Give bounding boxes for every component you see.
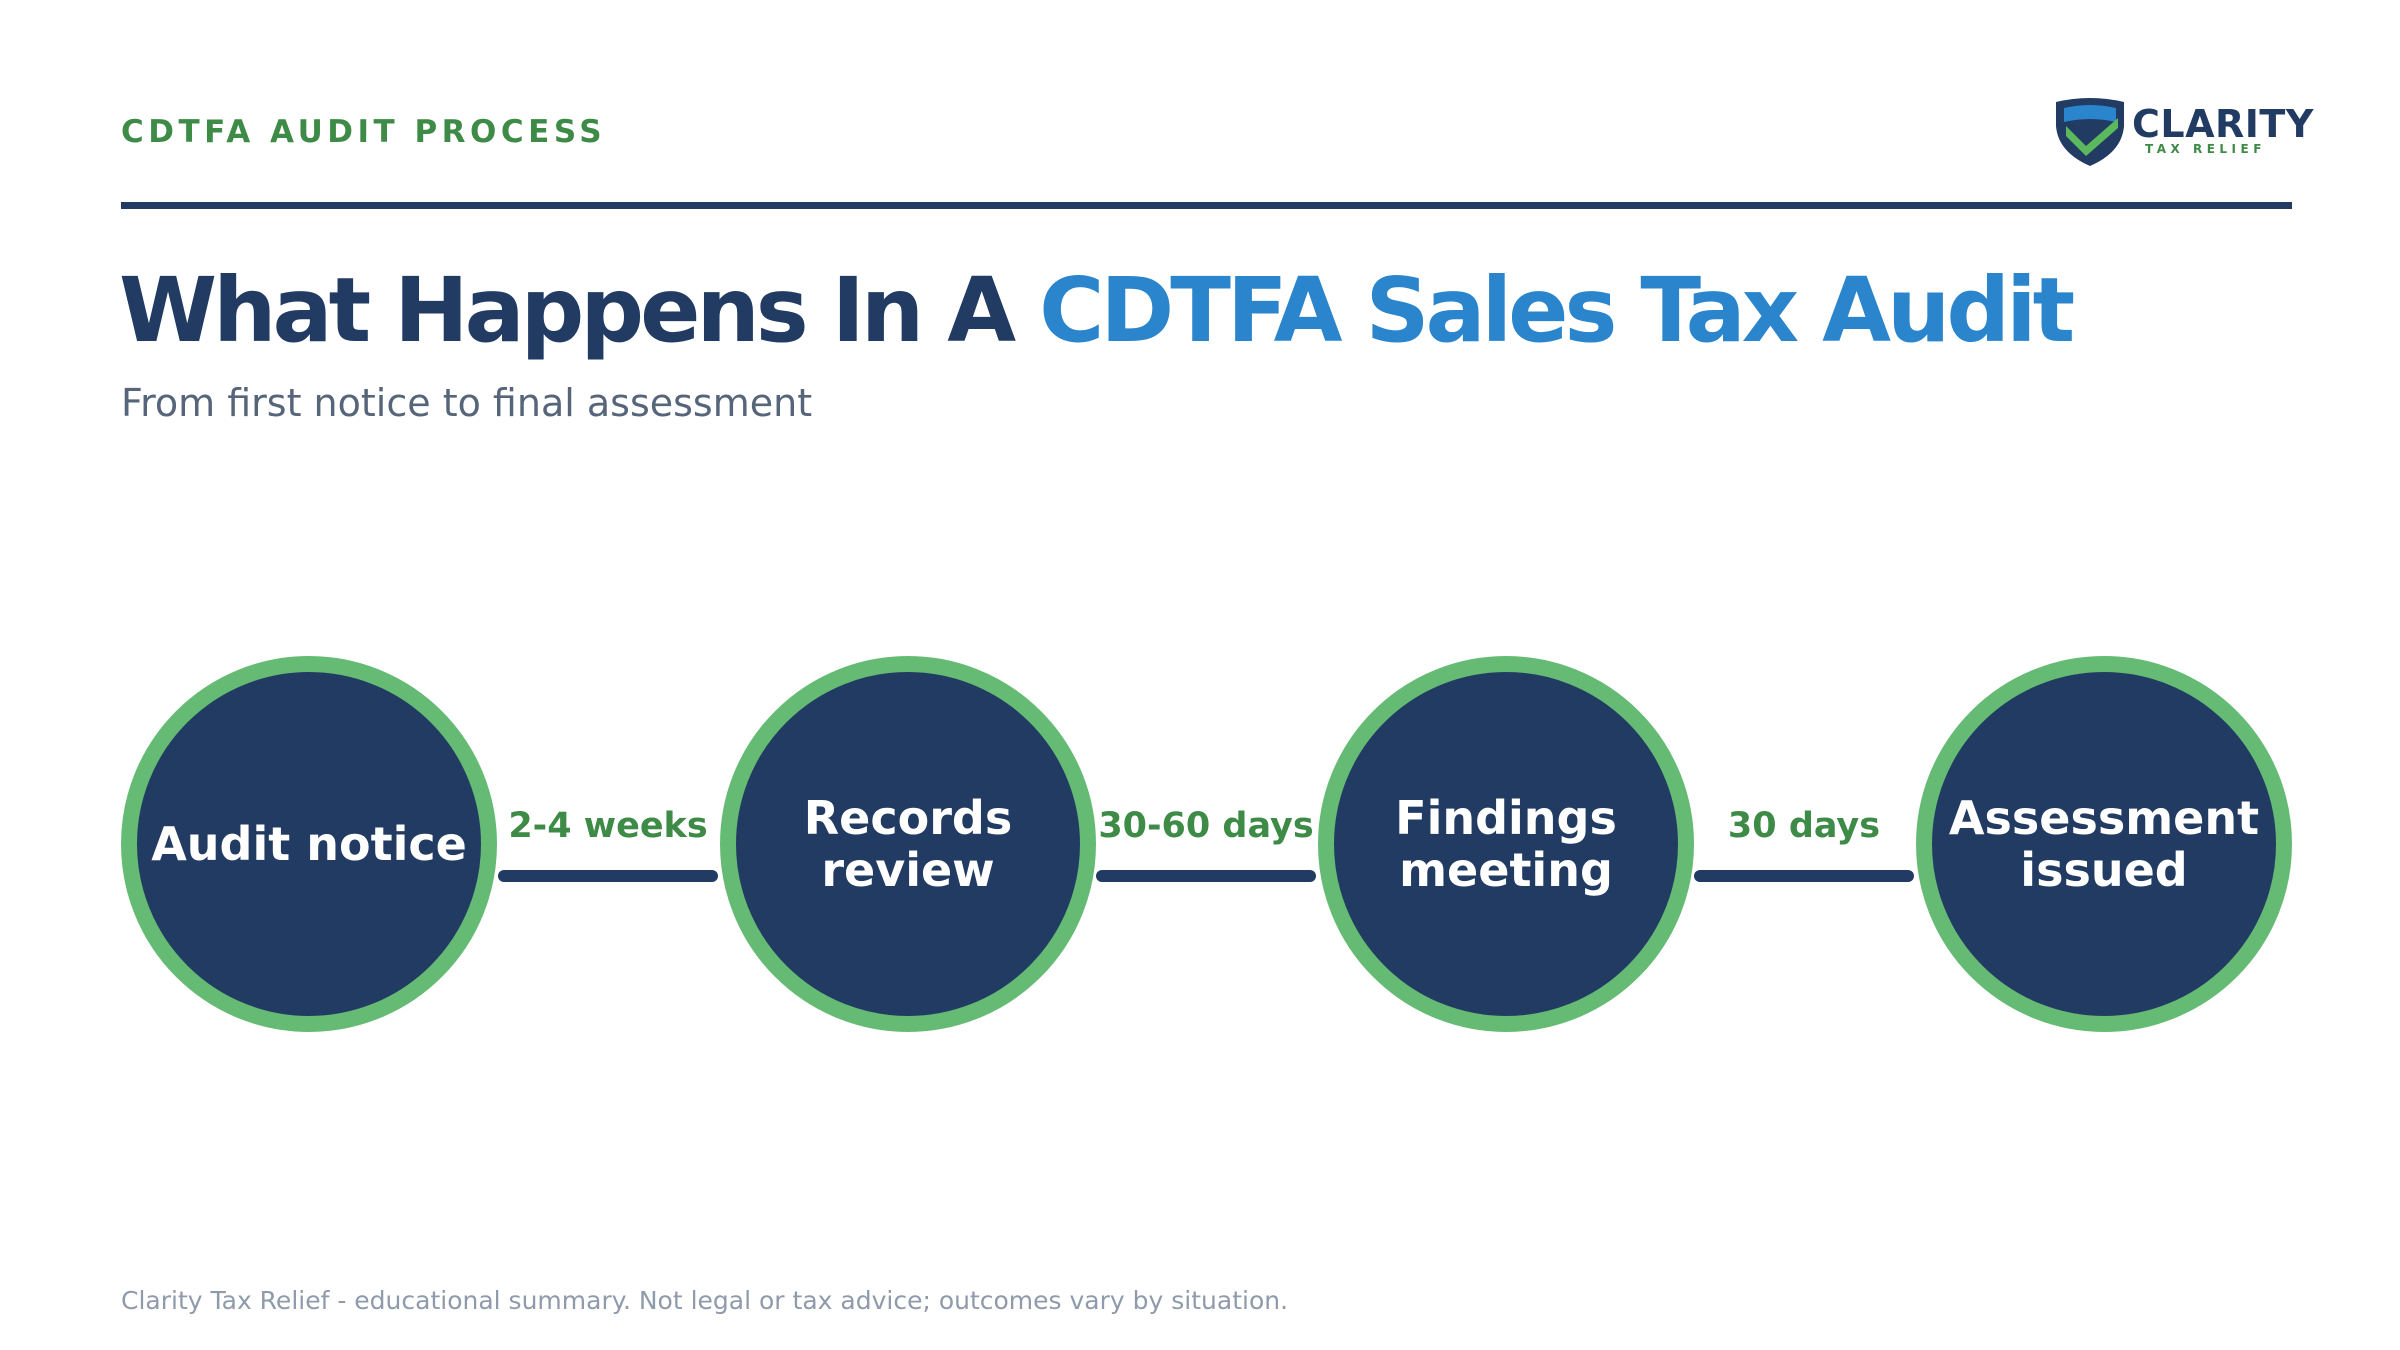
step-audit-notice: Audit notice [121,656,497,1032]
duration-label-1: 2-4 weeks [508,806,708,846]
connector-2 [1096,870,1316,882]
page-title: What Happens In A CDTFA Sales Tax Audit [119,258,2075,362]
header-divider [121,202,2292,209]
step-label: Records review [803,791,1013,897]
step-label: Findings meeting [1395,791,1617,897]
duration-label-3: 30 days [1727,806,1881,846]
step-findings-meeting: Findings meeting [1318,656,1694,1032]
connector-1 [498,870,718,882]
step-assessment-issued: Assessment issued [1916,656,2292,1032]
clarity-logo: CLARITY TAX RELIEF [2052,96,2313,168]
title-lead: What Happens In A [119,258,1040,362]
logo-tagline: TAX RELIEF [2145,142,2266,156]
footer-disclaimer: Clarity Tax Relief - educational summary… [121,1286,1289,1315]
eyebrow-label: CDTFA AUDIT PROCESS [121,114,607,150]
step-label: Audit notice [151,817,467,871]
step-records-review: Records review [720,656,1096,1032]
logo-wordmark: CLARITY [2132,102,2314,146]
shield-check-icon [2056,98,2124,166]
duration-label-2: 30-60 days [1098,806,1314,846]
page-subtitle: From first notice to final assessment [121,381,813,425]
connector-3 [1694,870,1914,882]
step-label: Assessment issued [1948,791,2260,897]
title-highlight: CDTFA Sales Tax Audit [1039,258,2075,362]
